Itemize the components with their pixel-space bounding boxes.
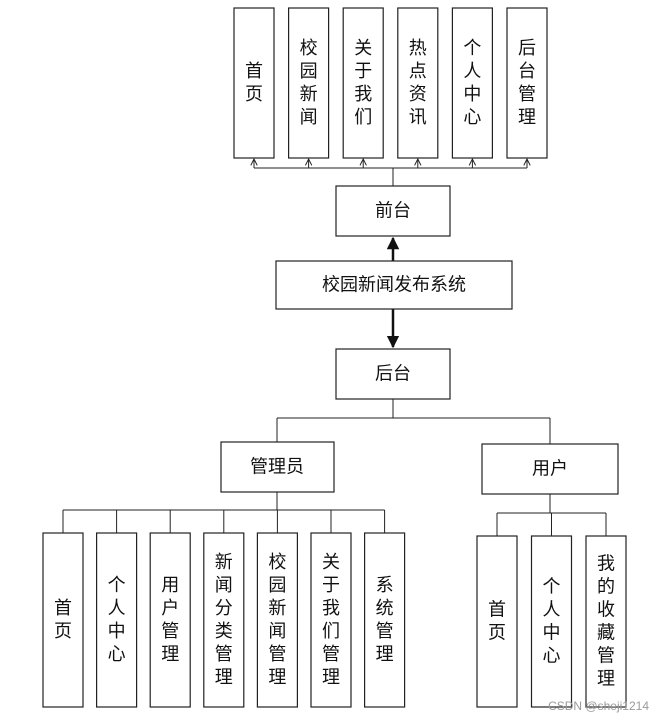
admin-node: 管理员 xyxy=(220,441,335,493)
frontend-module-5: 后台管理 xyxy=(506,7,548,159)
admin-module-1: 个人中心 xyxy=(95,532,138,708)
admin-module-1-label: 个人中心 xyxy=(108,575,126,665)
admin-module-6: 系统管理 xyxy=(364,532,406,708)
frontend-label: 前台 xyxy=(375,201,411,222)
frontend-module-0-label: 首页 xyxy=(245,61,263,105)
user-module-0-label: 首页 xyxy=(488,600,506,644)
admin-module-6-label: 系统管理 xyxy=(376,575,394,665)
user-module-2: 我的收藏管理 xyxy=(585,535,627,708)
frontend-module-0: 首页 xyxy=(233,7,275,159)
backend-node: 后台 xyxy=(335,348,451,400)
user-module-0: 首页 xyxy=(476,535,518,708)
admin-module-4-label: 校园新闻管理 xyxy=(268,552,286,688)
admin-module-3-label: 新闻分类管理 xyxy=(215,552,233,688)
connector-lines xyxy=(62,159,607,536)
frontend-module-4-label: 个人中心 xyxy=(463,38,481,128)
admin-module-0-label: 首页 xyxy=(54,598,72,642)
user-module-1-label: 个人中心 xyxy=(543,577,561,667)
frontend-module-2-label: 关于我们 xyxy=(354,38,372,128)
root-label: 校园新闻发布系统 xyxy=(322,275,466,296)
admin-module-0: 首页 xyxy=(42,532,84,708)
frontend-module-1: 校园新闻 xyxy=(288,7,330,159)
frontend-module-2: 关于我们 xyxy=(342,7,384,159)
frontend-module-5-label: 后台管理 xyxy=(518,38,536,128)
frontend-module-1-label: 校园新闻 xyxy=(300,38,318,128)
admin-module-2: 用户管理 xyxy=(149,532,191,708)
admin-label: 管理员 xyxy=(250,457,304,478)
root-node: 校园新闻发布系统 xyxy=(275,260,513,310)
watermark: CSDN @sheji1214 xyxy=(548,699,649,713)
admin-module-5: 关于我们管理 xyxy=(310,532,352,708)
admin-module-2-label: 用户管理 xyxy=(161,575,179,665)
user-module-2-label: 我的收藏管理 xyxy=(597,554,615,690)
admin-module-4: 校园新闻管理 xyxy=(256,532,298,708)
user-module-list: 首页 个人中心 我的收藏管理 xyxy=(476,535,627,708)
user-label: 用户 xyxy=(532,459,568,480)
frontend-module-4: 个人中心 xyxy=(451,7,493,159)
admin-module-5-label: 关于我们管理 xyxy=(322,552,340,688)
user-module-1: 个人中心 xyxy=(530,535,573,708)
frontend-module-3: 热点资讯 xyxy=(397,7,439,159)
frontend-node: 前台 xyxy=(335,185,451,237)
admin-module-list: 首页 个人中心 用户管理 新闻分类管理 校园新闻管理 关于我们管理 系统管理 xyxy=(42,532,406,708)
backend-label: 后台 xyxy=(375,364,411,385)
frontend-module-list: 首页 校园新闻 关于我们 热点资讯 个人中心 后台管理 xyxy=(233,7,548,159)
admin-module-3: 新闻分类管理 xyxy=(203,532,245,708)
frontend-module-3-label: 热点资讯 xyxy=(409,38,427,128)
user-node: 用户 xyxy=(481,443,619,495)
